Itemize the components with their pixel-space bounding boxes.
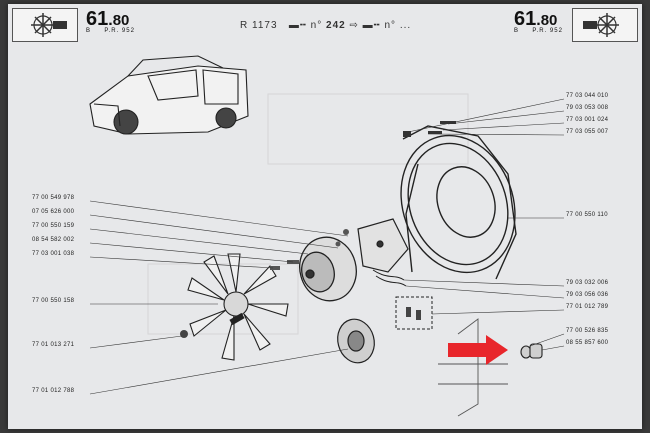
part-number: 77 01 012 789 (566, 304, 609, 310)
part-number: 77 03 055 007 (566, 129, 609, 135)
fan-thumbnail-icon (572, 8, 638, 42)
part-number: 77 03 044 010 (566, 93, 609, 99)
trailing-dots: ... (399, 20, 412, 31)
part-number: 79 03 056 036 (566, 292, 609, 298)
car-illustration (89, 55, 249, 135)
arrow-right-icon: ⇨ (349, 20, 359, 31)
section-code-main: 61 (86, 8, 109, 30)
chassis-icon: ▬╍ (288, 20, 307, 31)
model-reference-line: R 1173 ▬╍ n° 242 ⇨ ▬╍ n° ... (240, 20, 412, 31)
section-letter: B (514, 28, 520, 34)
section-code-main: 61 (514, 8, 537, 30)
part-number: 77 00 550 158 (32, 298, 75, 304)
part-number: 77 00 526 835 (566, 328, 609, 334)
chassis-icon: ▬╍ (362, 20, 381, 31)
fan-blades (187, 253, 289, 361)
part-number: 79 03 032 006 (566, 280, 609, 286)
fan-assembly-drawing (89, 55, 565, 417)
part-number: 77 00 549 978 (32, 195, 75, 201)
parts-catalog-page: 61.80 B P.R. 952 61.80 B P.R. 952 R 1173… (8, 4, 642, 429)
section-code-sub: 80 (540, 12, 558, 29)
model-ref: R 1173 (240, 20, 278, 31)
part-number: 77 01 013 271 (32, 342, 75, 348)
part-number: 77 03 001 024 (566, 117, 609, 123)
section-code-left: 61.80 B P.R. 952 (86, 8, 135, 34)
section-pr: P.R. 952 (104, 28, 135, 34)
section-code-right: 61.80 B P.R. 952 (514, 8, 563, 34)
part-number: 77 00 550 159 (32, 223, 75, 229)
model-number: 242 (326, 20, 346, 31)
part-number: 79 03 053 008 (566, 105, 609, 111)
fan-thumbnail-icon (12, 8, 78, 42)
section-code-sub: 80 (112, 12, 130, 29)
section-letter: B (86, 28, 92, 34)
part-number: 07 05 626 000 (32, 209, 75, 215)
part-number: 08 54 582 002 (32, 237, 75, 243)
part-number: 77 01 012 788 (32, 388, 75, 394)
part-number: 77 03 001 038 (32, 251, 75, 257)
part-number: 08 55 857 600 (566, 340, 609, 346)
red-arrow-icon (448, 335, 508, 365)
part-number: 77 00 550 110 (566, 212, 608, 218)
section-pr: P.R. 952 (532, 28, 563, 34)
